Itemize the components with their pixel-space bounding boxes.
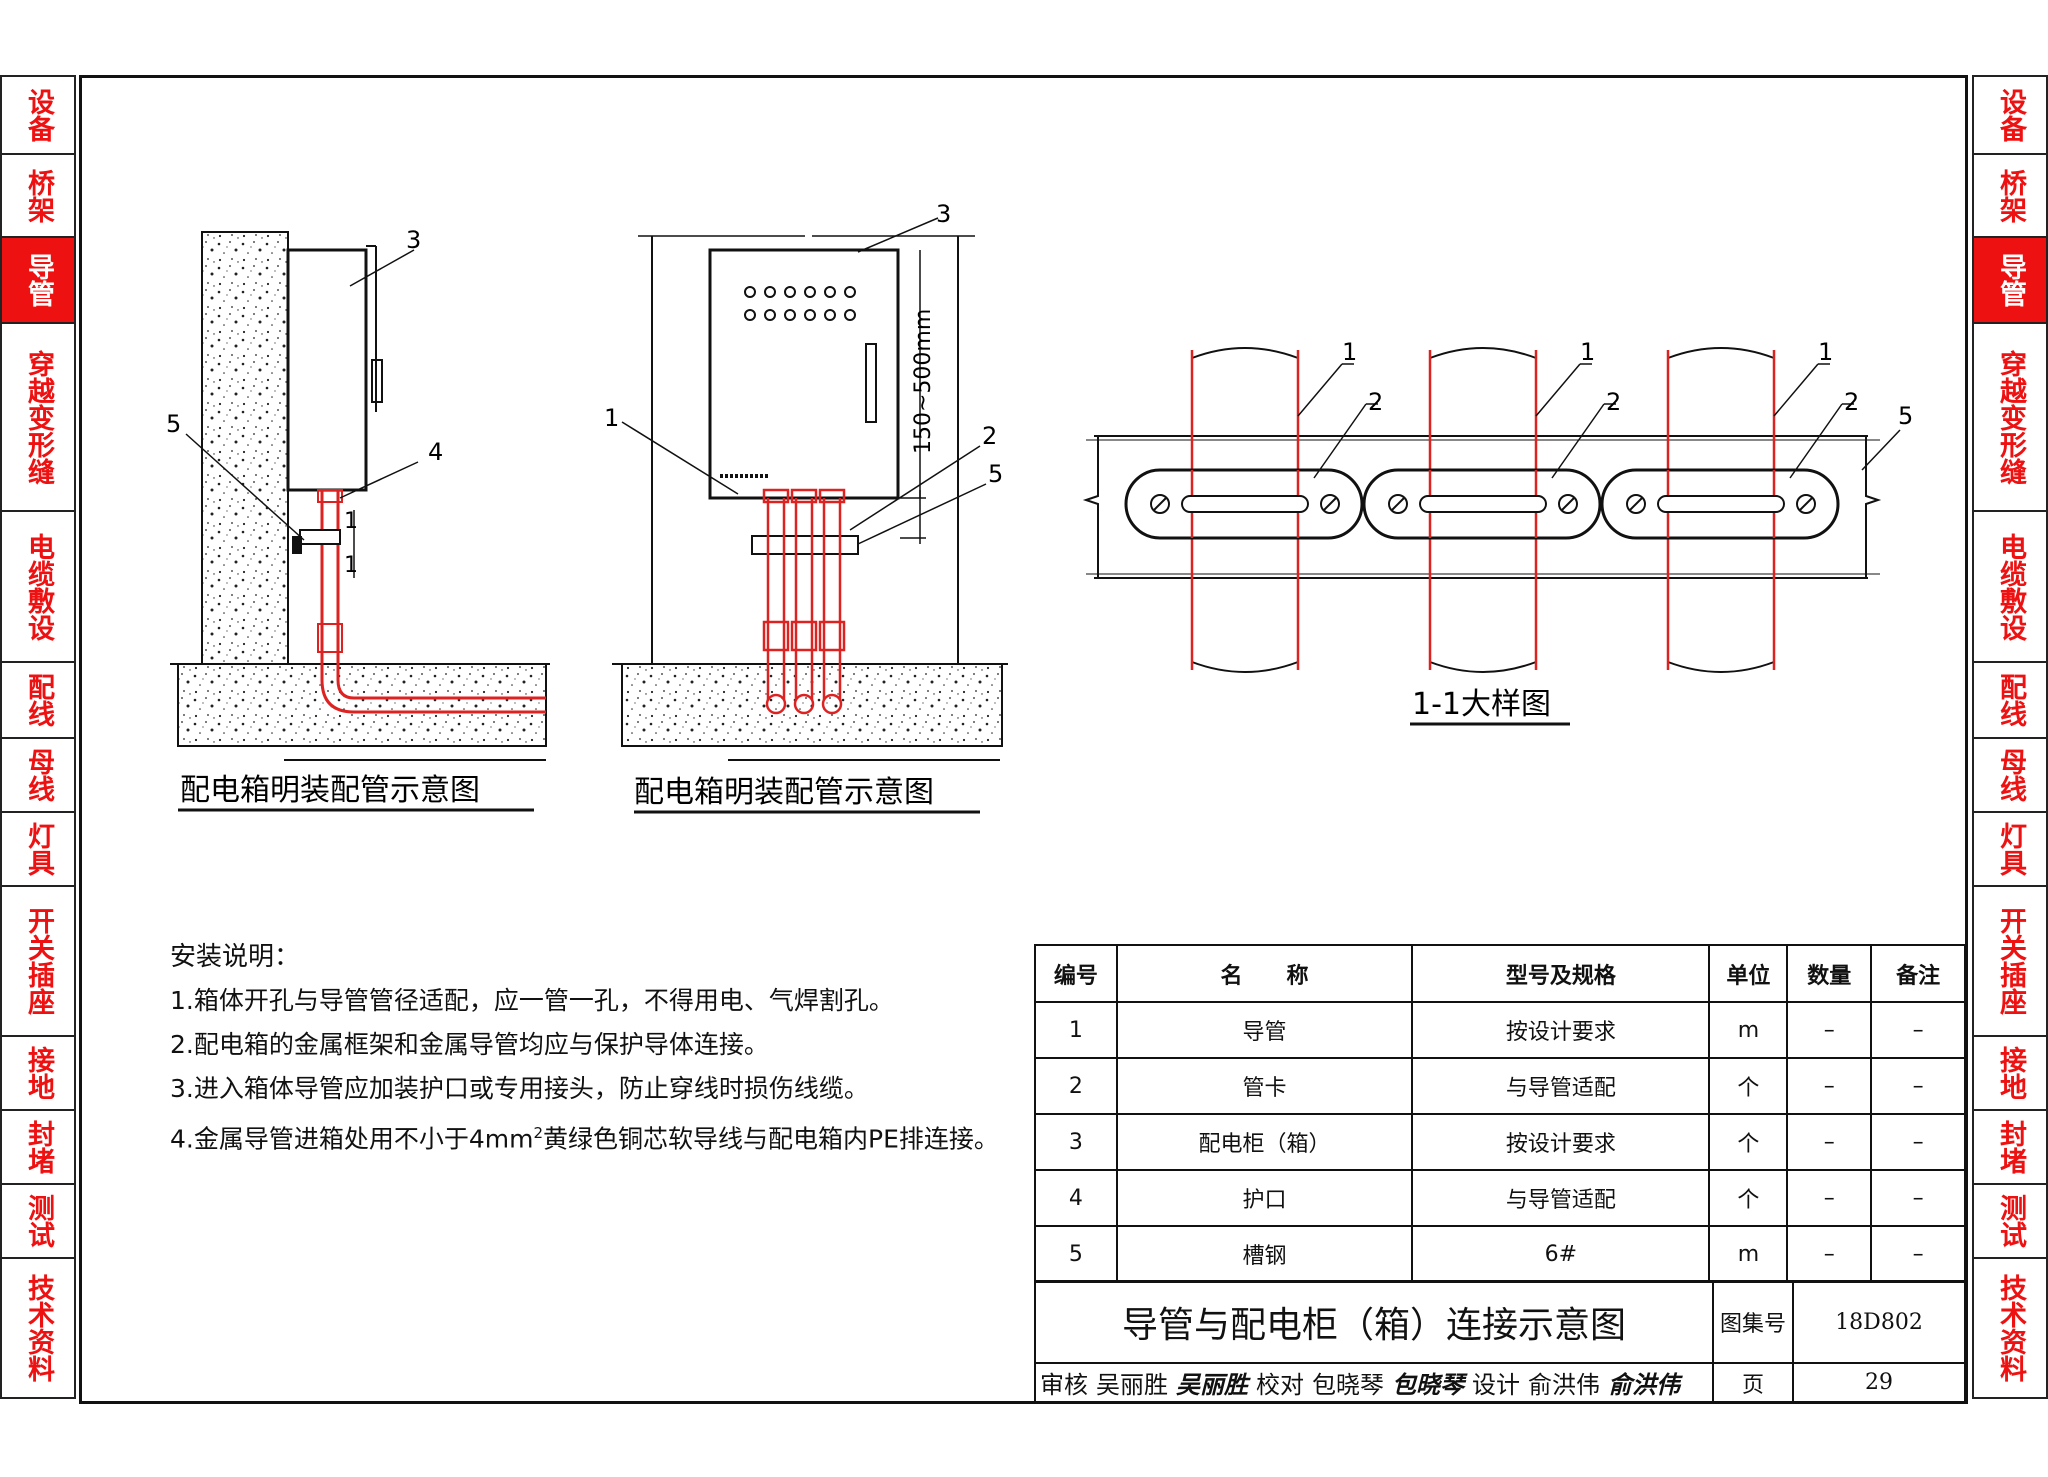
sidebar-item-expansion-joint[interactable]: 穿越变形缝 <box>1972 324 2048 512</box>
note-item-2: 2.配电箱的金属框架和金属导管均应与保护导体连接。 <box>170 1030 769 1059</box>
distribution-box-side <box>286 248 368 492</box>
sidebar-item-busbar[interactable]: 母线 <box>0 739 76 813</box>
detail-conduit-2 <box>1362 347 1602 673</box>
page-number: 29 <box>1792 1362 1966 1403</box>
detail-conduit-3 <box>1600 347 1840 673</box>
sidebar-item-grounding[interactable]: 接地 <box>0 1037 76 1111</box>
detail-caption: 1-1大样图 <box>1412 687 1551 722</box>
side-view-caption: 配电箱明装配管示意图 <box>180 773 480 808</box>
sidebar-item-cable-tray[interactable]: 桥架 <box>1972 155 2048 238</box>
drawing-title: 导管与配电柜（箱）连接示意图 <box>1034 1280 1714 1364</box>
channel-steel-front <box>751 535 859 555</box>
sidebar-item-cable-laying[interactable]: 电缆敷设 <box>0 512 76 663</box>
signature-row: 审核吴丽胜吴丽胜校对包晓琴包晓琴设计俞洪伟俞洪伟 <box>1034 1362 1714 1403</box>
note-item-3: 3.进入箱体导管应加装护口或专用接头，防止穿线时损伤线缆。 <box>170 1074 869 1103</box>
sidebar-item-equipment[interactable]: 设备 <box>0 75 76 155</box>
sidebar-item-cable-tray[interactable]: 桥架 <box>0 155 76 238</box>
note-item-4: 4.金属导管进箱处用不小于4mm2黄绿色铜芯软导线与配电箱内PE排连接。 <box>170 1124 999 1154</box>
col-header-remark: 备注 <box>1870 944 1966 1003</box>
drawing-frame <box>79 75 1968 1404</box>
callout-1-detail-c: 1 <box>1818 338 1833 366</box>
col-header-unit: 单位 <box>1708 944 1789 1003</box>
atlas-number: 18D802 <box>1792 1280 1966 1364</box>
sidebar-item-luminaires[interactable]: 灯具 <box>0 813 76 887</box>
sidebar-item-wiring[interactable]: 配线 <box>0 663 76 739</box>
sidebar-item-sealing[interactable]: 封堵 <box>1972 1111 2048 1185</box>
note-item-1: 1.箱体开孔与导管管径适配，应一管一孔，不得用电、气焊割孔。 <box>170 986 894 1015</box>
sidebar-item-busbar[interactable]: 母线 <box>1972 739 2048 813</box>
designer-signature: 俞洪伟 <box>1608 1370 1680 1399</box>
callout-2-detail-c: 2 <box>1844 388 1859 416</box>
checker-signature: 包晓琴 <box>1392 1370 1464 1399</box>
callout-2-detail-a: 2 <box>1368 388 1383 416</box>
reviewer-signature: 吴丽胜 <box>1176 1370 1248 1399</box>
detail-1-1-diagram: 1 2 1 2 1 2 5 1-1大样图 <box>1082 338 1913 726</box>
dimension-label: 150~500mm <box>911 309 936 454</box>
atlas-label: 图集号 <box>1712 1280 1794 1364</box>
callout-1-front: 1 <box>604 404 619 432</box>
callout-1-detail-b: 1 <box>1580 338 1595 366</box>
conduit-clamp-side <box>299 529 341 545</box>
callout-4-side: 4 <box>428 438 443 466</box>
sidebar-item-expansion-joint[interactable]: 穿越变形缝 <box>0 324 76 512</box>
sidebar-right: 设备 桥架 导管 穿越变形缝 电缆敷设 配线 母线 灯具 开关插座 接地 封堵 … <box>1972 75 2048 1399</box>
section-mark-bottom: 1 <box>344 553 358 578</box>
sidebar-item-switches-sockets[interactable]: 开关插座 <box>1972 887 2048 1037</box>
conduit-side <box>320 490 546 714</box>
sidebar-item-testing[interactable]: 测试 <box>0 1185 76 1259</box>
callout-3-side: 3 <box>406 226 421 254</box>
callout-5-detail: 5 <box>1898 402 1913 430</box>
callout-5-front: 5 <box>988 460 1003 488</box>
callout-2-front: 2 <box>982 422 997 450</box>
col-header-qty: 数量 <box>1786 944 1873 1003</box>
wall-section <box>201 231 289 665</box>
sidebar-item-luminaires[interactable]: 灯具 <box>1972 813 2048 887</box>
notes-title: 安装说明： <box>170 942 301 972</box>
col-header-name: 名 称 <box>1115 944 1414 1003</box>
front-view-diagram: 150~500mm 3 1 2 5 配电箱明装配管示意图 <box>604 200 1008 814</box>
sidebar-item-technical-data[interactable]: 技术资料 <box>1972 1259 2048 1399</box>
side-view-diagram: 1 1 3 4 5 配电箱明装配管示意图 <box>166 226 550 812</box>
page-label: 页 <box>1712 1362 1794 1403</box>
callout-3-front: 3 <box>936 200 951 228</box>
callout-5-side: 5 <box>166 410 181 438</box>
callout-1-detail-a: 1 <box>1342 338 1357 366</box>
bushing-side <box>317 489 343 503</box>
table-header-row: 编号 名 称 型号及规格 单位 数量 备注 <box>1034 944 1966 1003</box>
distribution-box-front <box>708 248 900 500</box>
sidebar-item-conduit[interactable]: 导管 <box>0 238 76 324</box>
sidebar-item-grounding[interactable]: 接地 <box>1972 1037 2048 1111</box>
conduits-front <box>762 488 846 715</box>
detail-conduit-1 <box>1124 347 1364 673</box>
sidebar-item-technical-data[interactable]: 技术资料 <box>0 1259 76 1399</box>
title-block: 导管与配电柜（箱）连接示意图 图集号 18D802 审核吴丽胜吴丽胜校对包晓琴包… <box>1034 1280 1966 1403</box>
floor-slab <box>177 663 547 747</box>
sidebar-item-switches-sockets[interactable]: 开关插座 <box>0 887 76 1037</box>
callout-2-detail-b: 2 <box>1606 388 1621 416</box>
sidebar-item-equipment[interactable]: 设备 <box>1972 75 2048 155</box>
sidebar-item-wiring[interactable]: 配线 <box>1972 663 2048 739</box>
sidebar-item-cable-laying[interactable]: 电缆敷设 <box>1972 512 2048 663</box>
col-header-spec: 型号及规格 <box>1411 944 1711 1003</box>
sidebar-item-sealing[interactable]: 封堵 <box>0 1111 76 1185</box>
col-header-no: 编号 <box>1034 944 1118 1003</box>
sidebar-item-testing[interactable]: 测试 <box>1972 1185 2048 1259</box>
front-view-caption: 配电箱明装配管示意图 <box>634 775 934 810</box>
section-mark-top: 1 <box>344 509 358 534</box>
coupling-side <box>317 623 343 653</box>
door-handle-front <box>865 343 877 423</box>
sidebar-left: 设备 桥架 导管 穿越变形缝 电缆敷设 配线 母线 灯具 开关插座 接地 封堵 … <box>0 75 76 1399</box>
door-handle-side <box>371 359 383 403</box>
installation-notes: 安装说明： 1.箱体开孔与导管管径适配，应一管一孔，不得用电、气焊割孔。 2.配… <box>170 935 999 1161</box>
indicator-lights <box>744 286 856 321</box>
sidebar-item-conduit[interactable]: 导管 <box>1972 238 2048 324</box>
